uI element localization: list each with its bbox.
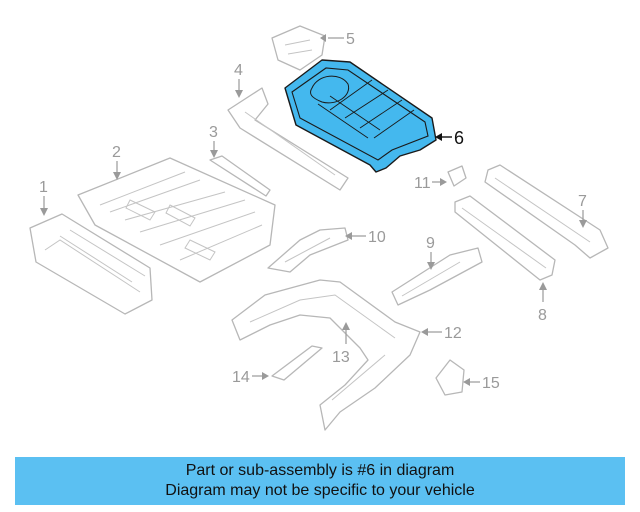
svg-text:13: 13 [332, 349, 350, 366]
part-15-bracket [435, 359, 465, 396]
svg-text:10: 10 [368, 229, 386, 246]
svg-text:6: 6 [454, 128, 464, 148]
banner-line-disclaimer: Diagram may not be specific to your vehi… [165, 482, 475, 499]
part-5-bracket [271, 25, 326, 71]
callout-13: 13 [332, 322, 350, 366]
part-8-rear-crossmember [454, 195, 556, 281]
callout-11: 11 [414, 175, 447, 192]
svg-text:4: 4 [234, 62, 243, 79]
part-11-clip [447, 165, 467, 187]
svg-text:2: 2 [112, 144, 121, 161]
callout-15: 15 [463, 375, 500, 392]
svg-text:14: 14 [232, 369, 250, 386]
part-1-floor-rail [29, 213, 153, 315]
callout-5: 5 [320, 31, 355, 48]
part-3-rail [209, 155, 271, 197]
part-4-side-member [227, 87, 349, 191]
callout-6: 6 [435, 128, 464, 148]
part-7-rear-rail [484, 164, 609, 259]
parts-diagram: 1 2 3 4 5 6 7 8 9 [29, 25, 609, 431]
part-14-bracket [271, 345, 323, 381]
callout-14: 14 [232, 369, 269, 386]
svg-text:3: 3 [209, 124, 218, 141]
svg-text:1: 1 [39, 179, 48, 196]
svg-text:5: 5 [346, 31, 355, 48]
callout-9: 9 [426, 235, 435, 270]
part-9-bracket [391, 247, 483, 306]
part-10-bracket [267, 227, 349, 273]
part-6-spare-tire-tub [284, 59, 437, 173]
svg-text:15: 15 [482, 375, 500, 392]
svg-text:9: 9 [426, 235, 435, 252]
callout-4: 4 [234, 62, 243, 98]
info-banner: Part or sub-assembly is #6 in diagram Di… [15, 457, 625, 505]
banner-line-part: Part or sub-assembly is #6 in diagram [185, 462, 455, 479]
callout-1: 1 [39, 179, 48, 216]
svg-text:12: 12 [444, 325, 462, 342]
callout-8: 8 [538, 282, 547, 324]
svg-text:7: 7 [578, 193, 587, 210]
callout-7: 7 [578, 193, 587, 228]
callout-2: 2 [112, 144, 121, 180]
svg-text:8: 8 [538, 307, 547, 324]
svg-text:11: 11 [414, 175, 431, 192]
part-12-crossmember [231, 279, 421, 431]
callout-3: 3 [209, 124, 218, 158]
callout-12: 12 [421, 325, 462, 342]
callout-10: 10 [345, 229, 386, 246]
part-2-floor-panel [77, 157, 276, 283]
